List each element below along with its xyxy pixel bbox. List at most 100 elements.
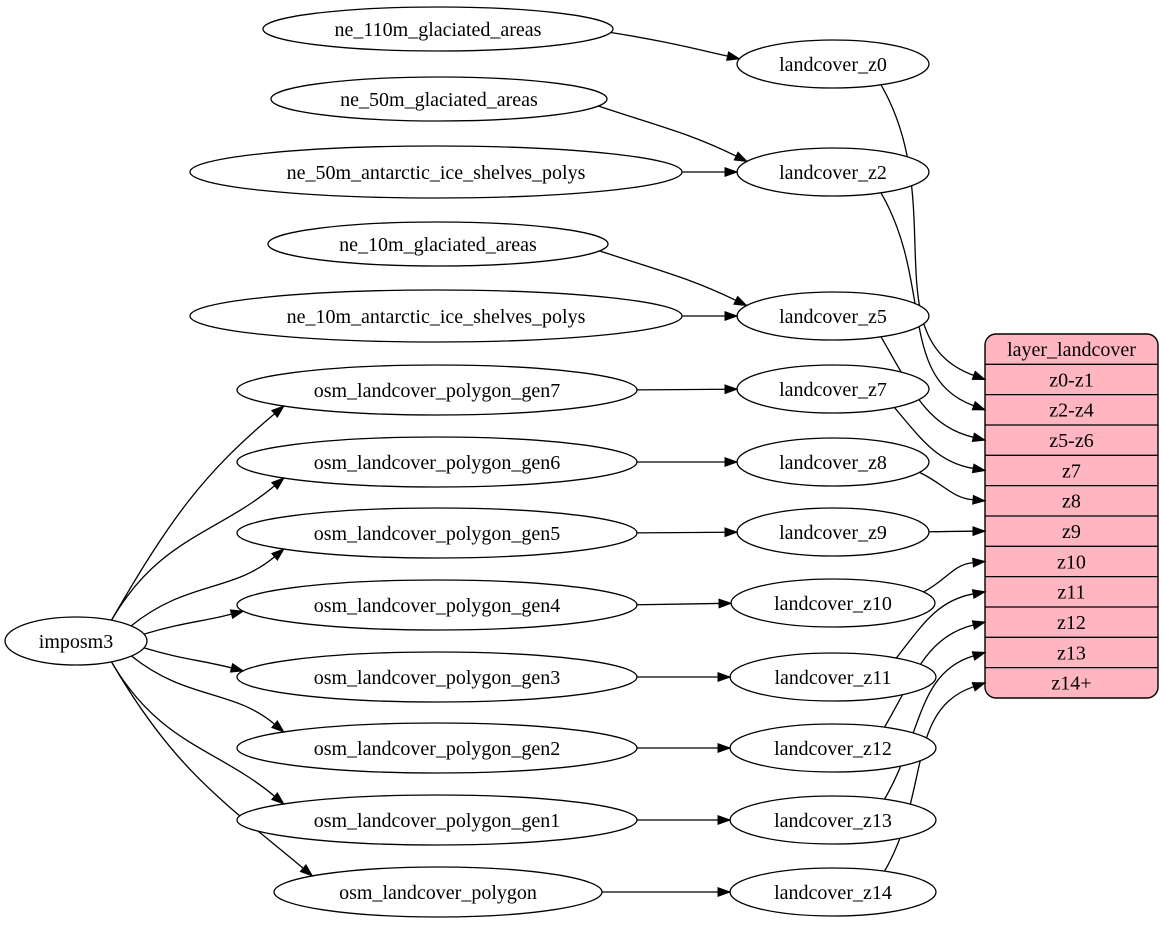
node-osm_landcover_polygon_gen7: osm_landcover_polygon_gen7 (236, 364, 638, 416)
edge-line (110, 661, 304, 869)
node-label: landcover_z7 (779, 379, 887, 401)
node-label: osm_landcover_polygon_gen2 (314, 738, 561, 760)
node-landcover_z12: landcover_z12 (729, 723, 937, 773)
node-shape (273, 866, 603, 918)
node-label: osm_landcover_polygon_gen6 (314, 452, 561, 474)
node-label: osm_landcover_polygon_gen7 (314, 380, 561, 402)
table-row-label: z14+ (1051, 673, 1091, 695)
node-landcover_z10: landcover_z10 (730, 578, 936, 628)
table-layer_landcover: layer_landcoverz0-z1z2-z4z5-z6z7z8z9z10z… (984, 333, 1159, 699)
edge-line (636, 531, 726, 534)
table-row-label: z11 (1057, 582, 1085, 604)
node-label: landcover_z2 (779, 162, 887, 184)
node-shape (736, 39, 930, 89)
edge-arrowhead (972, 557, 987, 568)
table-row-label: z9 (1062, 521, 1081, 543)
node-osm_landcover_polygon_gen2: osm_landcover_polygon_gen2 (236, 722, 638, 774)
edge-arrowhead (971, 682, 987, 692)
edge-line (110, 661, 276, 797)
node-landcover_z8: landcover_z8 (736, 437, 930, 487)
edge-line (143, 613, 232, 635)
node-ne_110m_glaciated_areas: ne_110m_glaciated_areas (262, 6, 614, 52)
table-row: z8 (985, 484, 1158, 513)
table-row: z10 (985, 545, 1158, 573)
edge-arrowhead (270, 720, 285, 733)
node-label: landcover_z0 (779, 54, 887, 76)
table-row: z0-z1 (985, 363, 1158, 391)
edge-arrowhead (229, 609, 245, 620)
table-row-label: z8 (1062, 491, 1081, 513)
node-ne_50m_antarctic_ice_shelves_polys: ne_50m_antarctic_ice_shelves_polys (189, 145, 683, 199)
node-label: osm_landcover_polygon_gen3 (314, 667, 561, 689)
node-label: imposm3 (39, 631, 113, 653)
edge-arrowhead (717, 671, 732, 683)
edge-arrowhead (724, 310, 739, 322)
edge-arrowhead (718, 598, 733, 609)
edge-arrowhead (971, 463, 987, 474)
arrowheads-layer (229, 51, 987, 898)
table-header: layer_landcover (1007, 339, 1136, 361)
node-landcover_z9: landcover_z9 (736, 507, 930, 557)
node-ne_10m_antarctic_ice_shelves_polys: ne_10m_antarctic_ice_shelves_polys (189, 289, 683, 343)
edge-line (928, 530, 974, 533)
node-label: landcover_z13 (774, 810, 892, 832)
node-landcover_z11: landcover_z11 (729, 652, 937, 702)
edge-arrowhead (724, 527, 739, 538)
edge-arrowhead (726, 51, 741, 61)
node-label: landcover_z12 (774, 738, 892, 760)
edge-arrowhead (717, 886, 732, 898)
node-label: ne_110m_glaciated_areas (335, 19, 542, 41)
node-shape (4, 616, 148, 666)
node-shape (267, 221, 609, 267)
node-label: osm_landcover_polygon_gen1 (314, 810, 561, 832)
table-row: z11 (985, 575, 1158, 604)
edge-line (131, 655, 276, 725)
node-ne_50m_glaciated_areas: ne_50m_glaciated_areas (270, 76, 608, 122)
table-row-label: z0-z1 (1049, 369, 1093, 391)
table-row: z9 (985, 515, 1158, 543)
node-landcover_z14: landcover_z14 (729, 867, 937, 917)
node-shape (236, 651, 638, 703)
edge-arrowhead (971, 589, 987, 599)
node-shape (236, 436, 638, 488)
edge-arrowhead (972, 494, 987, 505)
edge-line (893, 407, 974, 470)
nodes-layer: imposm3 ne_110m_glaciated_areas ne_50m_gla… (4, 6, 937, 918)
table-row-label: z5-z6 (1049, 430, 1093, 452)
node-label: ne_10m_antarctic_ice_shelves_polys (287, 306, 586, 328)
node-shape (236, 579, 638, 631)
edges-layer (110, 31, 974, 893)
node-label: osm_landcover_polygon_gen5 (314, 523, 561, 545)
node-shape (270, 76, 608, 122)
edge-line (883, 624, 974, 728)
edge-line (599, 250, 737, 301)
node-shape (236, 722, 638, 774)
node-osm_landcover_polygon_gen4: osm_landcover_polygon_gen4 (236, 579, 638, 631)
table-row: z5-z6 (985, 424, 1158, 452)
table-row: z12 (985, 606, 1158, 634)
node-label: ne_10m_glaciated_areas (339, 234, 537, 256)
node-landcover_z7: landcover_z7 (736, 364, 930, 414)
edge-line (883, 655, 974, 800)
node-label: landcover_z11 (775, 667, 892, 689)
node-label: landcover_z10 (774, 593, 892, 615)
edge-line (636, 602, 720, 606)
node-landcover_z5: landcover_z5 (736, 291, 930, 341)
edge-line (143, 647, 232, 669)
node-shape (236, 507, 638, 559)
node-shape (236, 364, 638, 416)
node-landcover_z13: landcover_z13 (729, 795, 937, 845)
table-row: z13 (985, 636, 1158, 664)
node-label: osm_landcover_polygon (339, 882, 537, 904)
table-layer: layer_landcoverz0-z1z2-z4z5-z6z7z8z9z10z… (984, 333, 1159, 699)
edge-arrowhead (724, 456, 739, 468)
edge-arrowhead (724, 384, 739, 395)
node-label: ne_50m_glaciated_areas (340, 89, 538, 111)
edge-arrowhead (717, 742, 732, 754)
edge-line (598, 105, 737, 157)
edge-arrowhead (733, 295, 748, 307)
node-osm_landcover_polygon_gen1: osm_landcover_polygon_gen1 (236, 794, 638, 846)
table-row-label: z2-z4 (1049, 400, 1093, 422)
node-osm_landcover_polygon: osm_landcover_polygon (273, 866, 603, 918)
